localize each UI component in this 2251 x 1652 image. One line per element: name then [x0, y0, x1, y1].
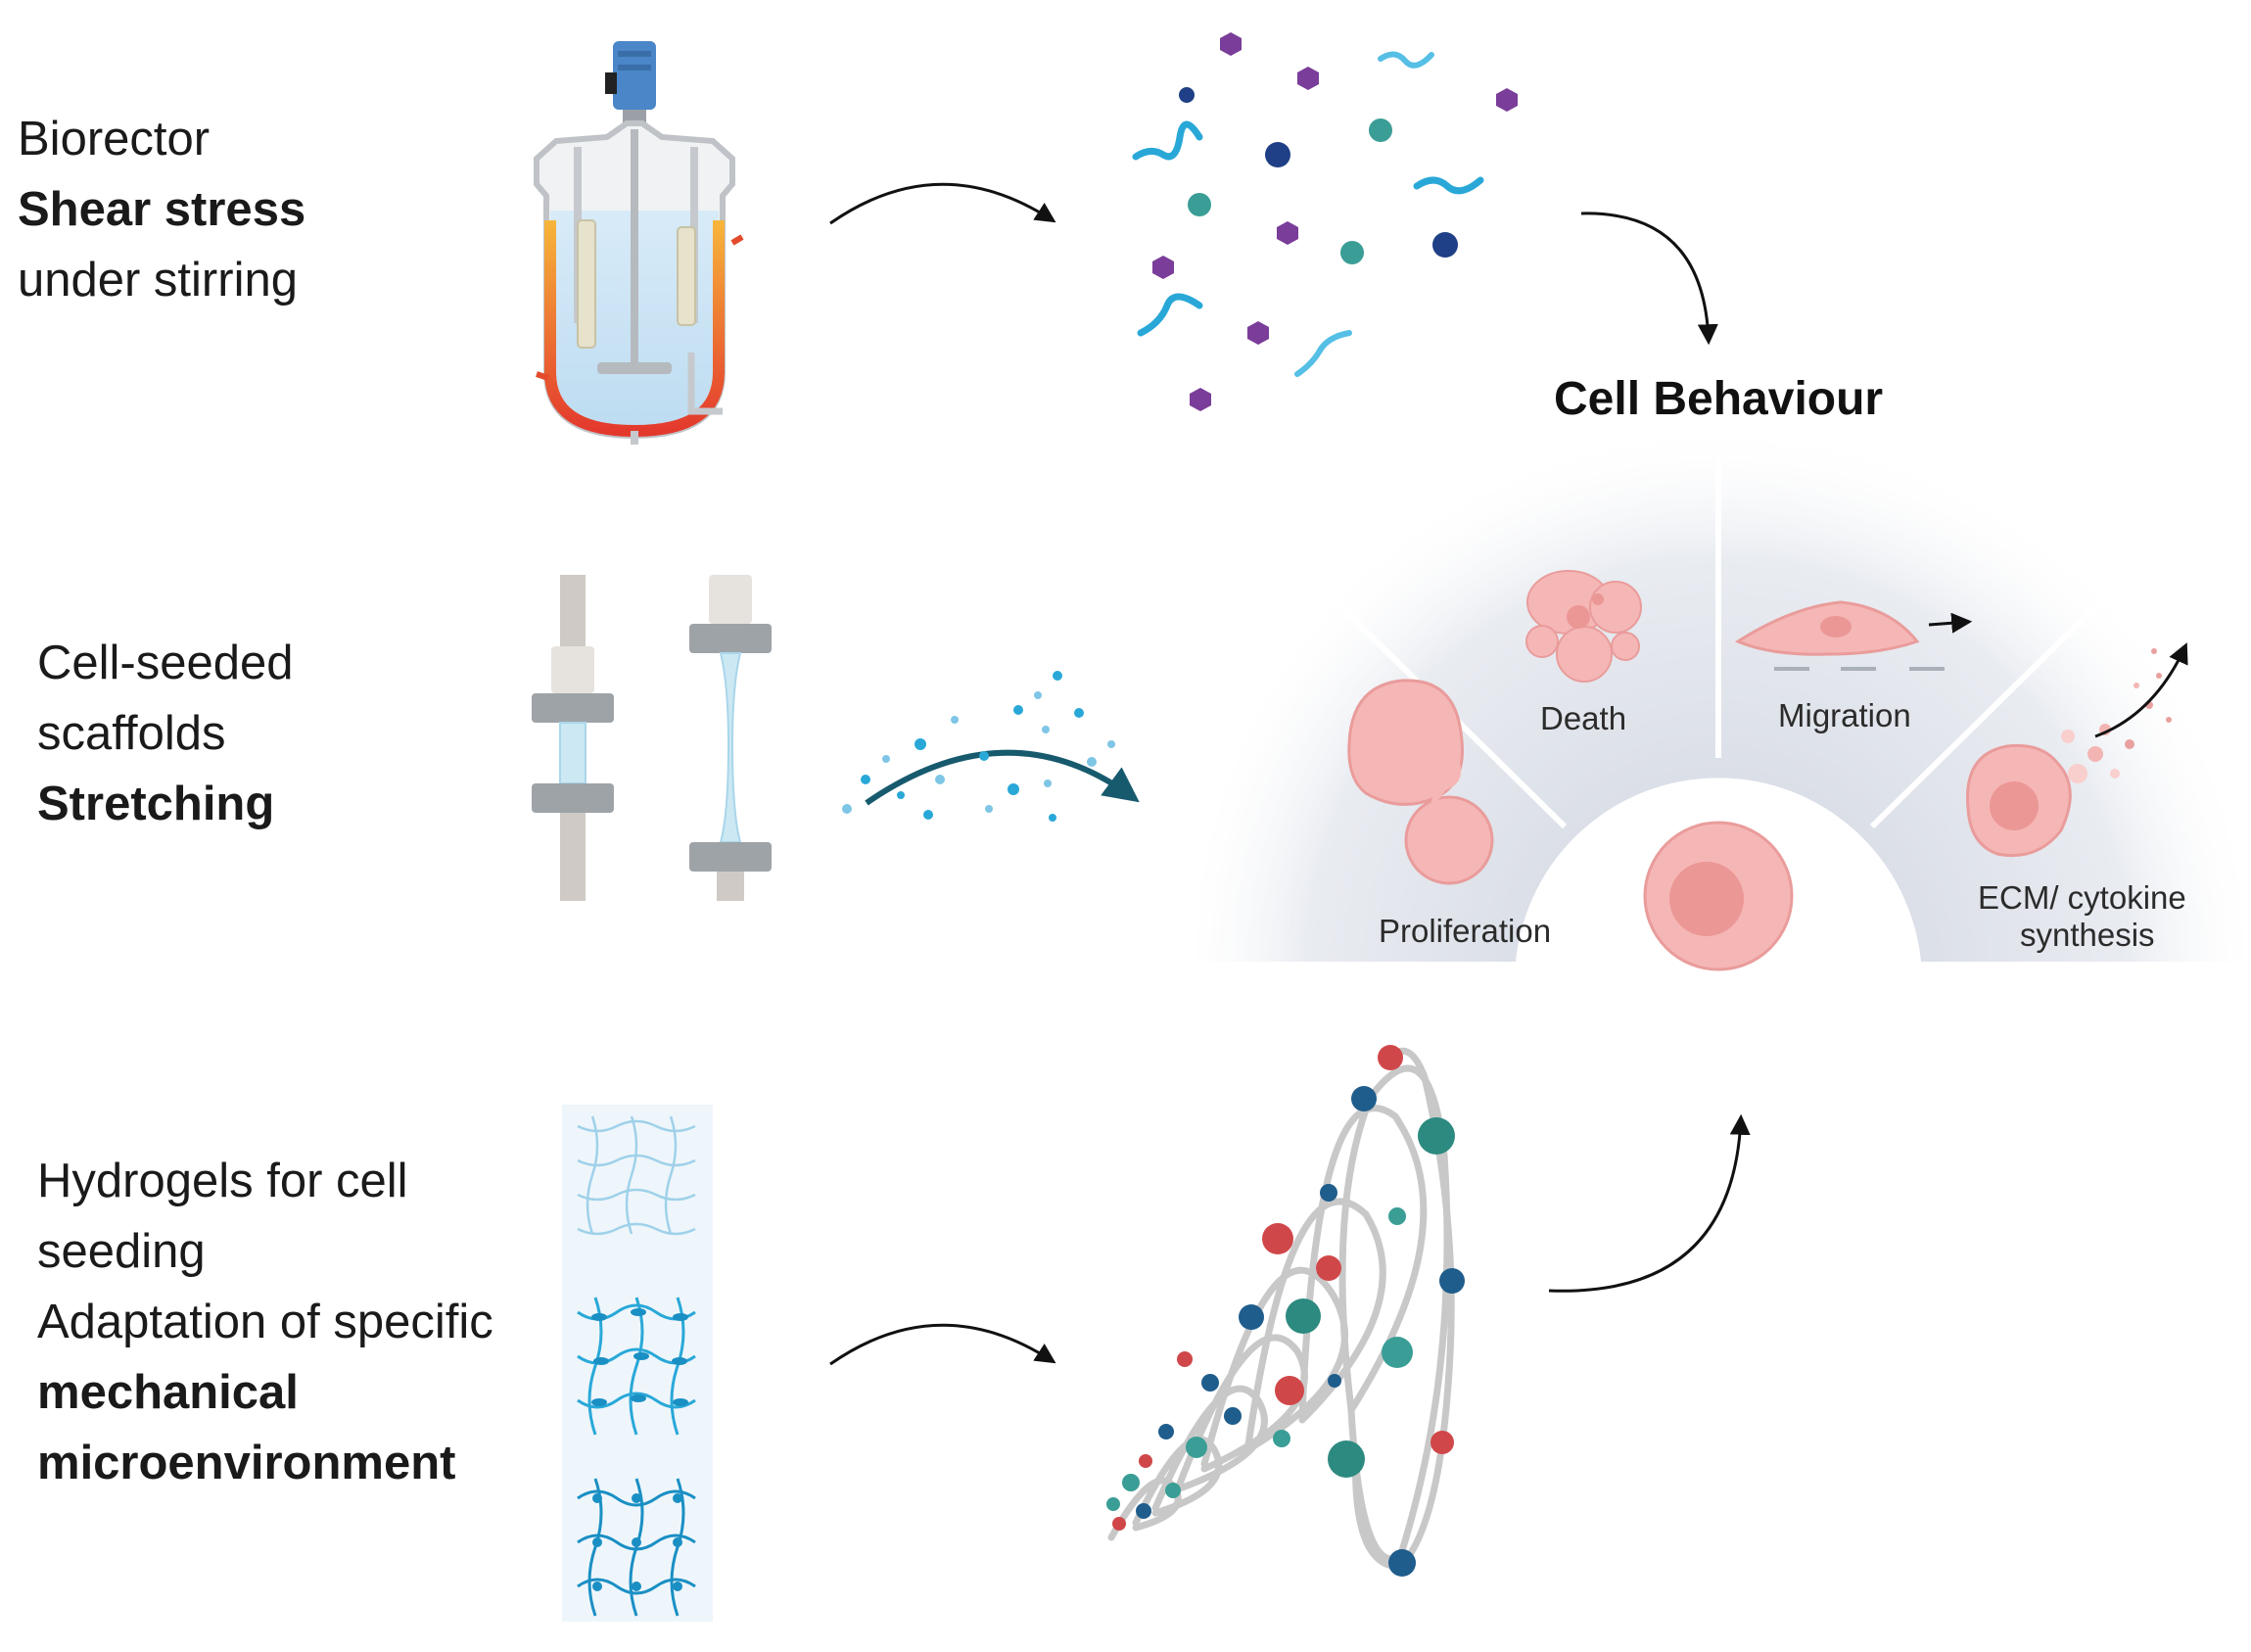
- hydrogels-label: Hydrogels for cell seeding Adaptation of…: [37, 1146, 493, 1498]
- scaffolds-line-2: scaffolds: [37, 707, 226, 760]
- molecule-hexagon: [1152, 256, 1174, 279]
- segment-ecm-line-2: synthesis: [2020, 917, 2155, 953]
- molecule-dot: [1340, 241, 1364, 264]
- ecm-cell-icon: [1966, 642, 2188, 858]
- hydrogels-line-1: Hydrogels for cell: [37, 1155, 408, 1207]
- molecule-dot: [1188, 193, 1211, 216]
- hydrogel-mesh-loose: [577, 1115, 696, 1236]
- bioreactor-label: Biorector Shear stress under stirring: [18, 104, 305, 315]
- segment-migration: Migration: [1778, 697, 1911, 733]
- segment-proliferation: Proliferation: [1379, 913, 1551, 949]
- segment-death: Death: [1540, 700, 1626, 736]
- bioreactor-line-2: Shear stress: [18, 183, 306, 236]
- bioreactor-line-1: Biorector: [18, 113, 211, 165]
- cell-behaviour-title: Cell Behaviour: [1554, 373, 1884, 425]
- segment-ecm-line-1: ECM/ cytokine: [1978, 879, 2186, 916]
- hydrogels-line-3: Adaptation of specific: [37, 1296, 493, 1348]
- molecule-dot: [1179, 87, 1195, 103]
- molecule-hexagon: [1297, 67, 1319, 90]
- hydrogel-panel: [562, 1105, 713, 1622]
- molecule-dot: [1265, 142, 1290, 167]
- molecule-hexagon: [1220, 32, 1242, 56]
- arrow-hydrogel-to-spiral: [829, 1323, 1056, 1366]
- molecule-hexagon: [1277, 221, 1298, 245]
- hydrogels-line-4: mechanical: [37, 1366, 299, 1419]
- death-cell-icon: [1525, 570, 1642, 683]
- scaffolds-line-3: Stretching: [37, 778, 275, 830]
- secreted-molecules: [1132, 32, 1518, 411]
- molecule-dot: [1432, 232, 1458, 258]
- migration-cell-icon: [1734, 600, 1973, 671]
- arrow-spiral-to-cell-behaviour: [1548, 1113, 1751, 1293]
- stretching-flow-arrow: [842, 671, 1140, 822]
- cell-nucleus: [1669, 862, 1744, 936]
- hydrogels-line-5: microenvironment: [37, 1437, 456, 1489]
- scaffolds-line-1: Cell-seeded: [37, 637, 294, 689]
- stretching-devices: [532, 575, 772, 901]
- mechanical-spiral: [1107, 1047, 1455, 1571]
- molecule-hexagon: [1247, 321, 1269, 345]
- scaffolds-label: Cell-seeded scaffolds Stretching: [37, 628, 294, 839]
- arrow-bioreactor-to-molecules: [829, 182, 1056, 225]
- molecule-dot: [1369, 118, 1392, 142]
- molecule-hexagon: [1496, 88, 1518, 112]
- hydrogels-line-2: seeding: [37, 1225, 206, 1278]
- bioreactor-illustration: [534, 41, 744, 445]
- bioreactor-line-3: under stirring: [18, 254, 298, 307]
- proliferation-cell-icon: [1347, 679, 1494, 885]
- hydrogel-crosslinks-medium: [591, 1308, 688, 1406]
- molecule-hexagon: [1190, 388, 1211, 411]
- spiral-particles: [1106, 1045, 1465, 1577]
- cell-behaviour-fan: Proliferation Death Migration ECM/ cytok…: [1196, 438, 2244, 971]
- hydrogel-crosslinks-dense: [592, 1493, 682, 1591]
- motor-icon: [613, 41, 656, 110]
- arrow-to-cell-behaviour: [1580, 212, 1718, 346]
